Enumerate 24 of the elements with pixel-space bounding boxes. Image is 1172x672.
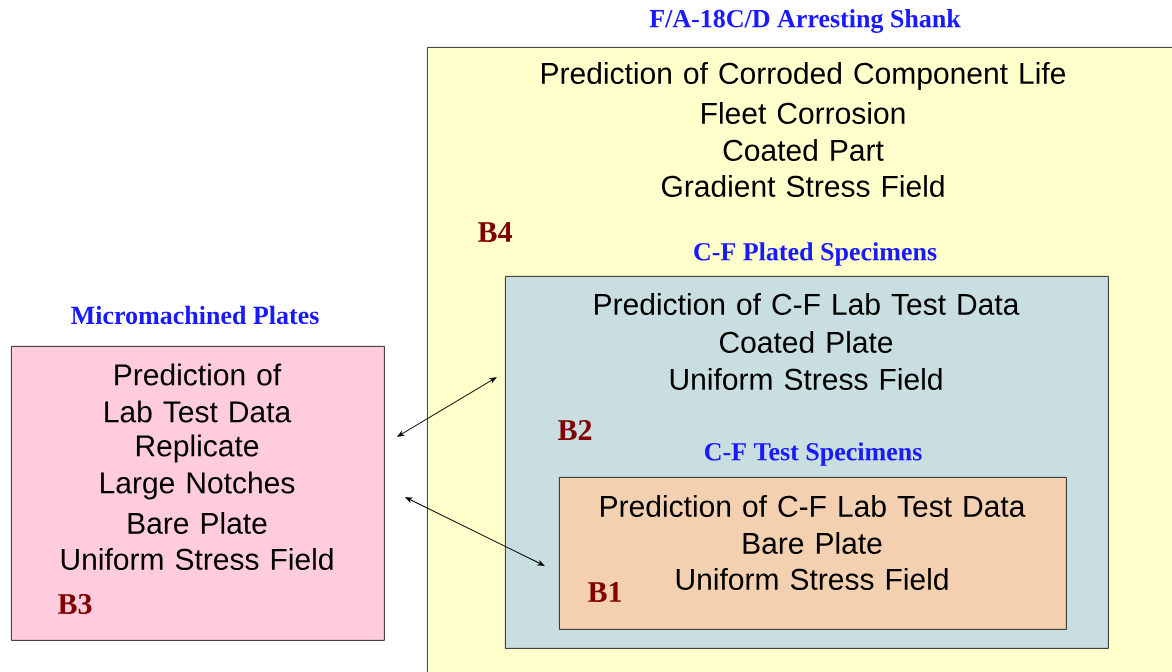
body-text: Coated Plate (719, 331, 893, 353)
panel-heading: C-F Test Specimens (705, 442, 922, 466)
body-text: Uniform Stress Field (61, 548, 333, 570)
body-text: Bare Plate (743, 532, 882, 554)
body-text: Coated Part (723, 139, 884, 161)
body-text: Gradient Stress Field (661, 175, 944, 197)
body-text: Prediction of Corroded Component Life (542, 62, 1066, 90)
double-arrow (397, 377, 497, 437)
panel-heading: Micromachined Plates (71, 305, 319, 325)
body-text: Bare Plate (128, 512, 267, 534)
body-text: Prediction of C-F Lab Test Data (601, 495, 1026, 517)
body-text: Replicate Large Notches (101, 434, 295, 500)
body-text: Prediction of Lab Test Data (105, 363, 292, 423)
block-label: B2 (558, 420, 592, 440)
block-label: B1 (588, 582, 621, 602)
body-text: Prediction of C-F Lab Test Data (595, 293, 1020, 315)
panel-heading: F/A-18C/D Arresting Shank (649, 9, 961, 33)
body-text: Uniform Stress Field (670, 368, 942, 390)
body-text: Uniform Stress Field (676, 568, 948, 590)
body-text: Fleet Corrosion (702, 102, 905, 124)
block-label: B4 (478, 222, 512, 242)
block-label: B3 (58, 593, 92, 615)
double-arrow (405, 497, 545, 566)
panel-heading: C-F Plated Specimens (694, 242, 937, 266)
